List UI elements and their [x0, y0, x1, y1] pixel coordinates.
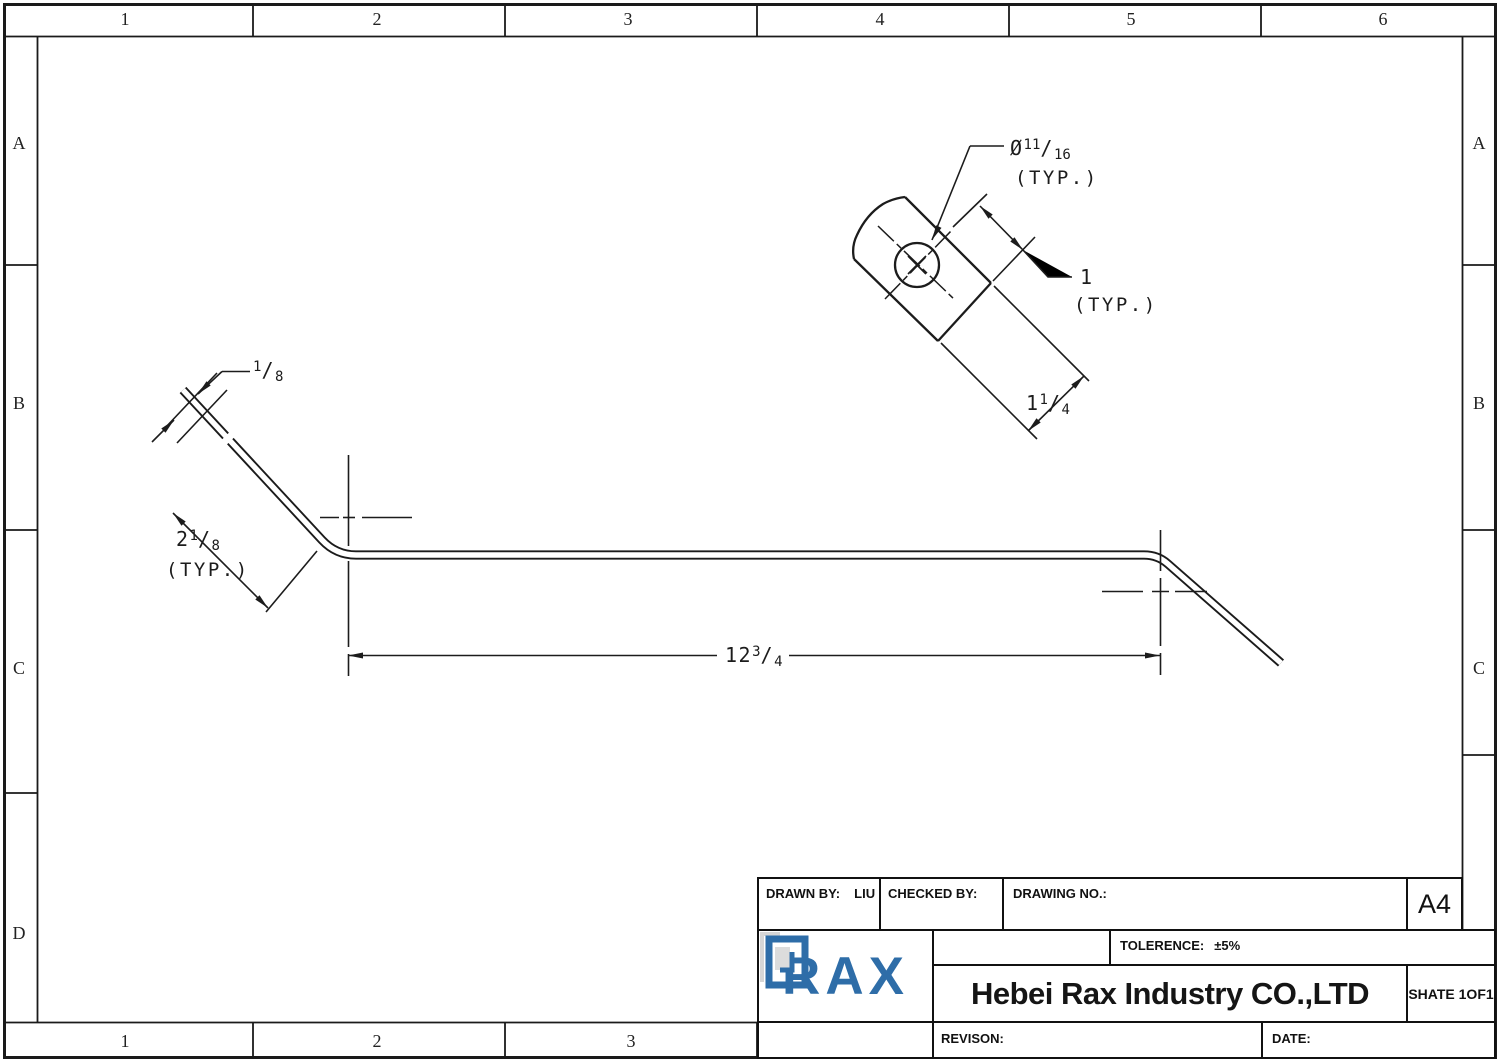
arrowhead	[980, 206, 993, 219]
drawn-by-label: DRAWN BY:	[766, 886, 841, 901]
cell-blank	[932, 929, 1111, 966]
zone-col-label: 3	[624, 9, 633, 29]
cell-paper-size	[1406, 877, 1463, 931]
extension-line	[992, 236, 1036, 282]
arrowhead	[1071, 376, 1084, 389]
bend-centerlines	[320, 455, 1207, 676]
dimension-hole-edge	[952, 193, 1072, 282]
dimension-line	[172, 512, 269, 609]
dimension-text-hole-edge: 1	[1080, 265, 1094, 289]
extension-line	[940, 342, 1038, 440]
rax-logo-icon	[760, 932, 809, 989]
dimension-text-end-length: 21/8	[176, 527, 220, 554]
drawn-by-field: DRAWN BY: LIU	[766, 886, 875, 901]
zone-row-label: A	[13, 133, 26, 153]
zone-col-label: 5	[1127, 9, 1136, 29]
dimension-thickness	[151, 370, 250, 444]
typ-note: (TYP.)	[166, 559, 250, 581]
dimension-text-thickness: 1/8	[253, 358, 283, 385]
date-label: DATE:	[1272, 1031, 1311, 1046]
tolerance-label: TOLERENCE:	[1120, 938, 1205, 953]
arrowhead	[198, 381, 211, 394]
dimension-text-hole-diameter: Ø11/16	[1010, 136, 1071, 163]
typ-note: (TYP.)	[1015, 167, 1099, 189]
zone-col-label: 3	[627, 1031, 636, 1051]
plate-outline	[852, 195, 992, 342]
part-break-gap	[216, 427, 240, 450]
dimension-overall-length	[348, 652, 1160, 659]
dimension-end-length	[172, 512, 318, 613]
logo-blue-inner-bracket	[780, 952, 795, 973]
checked-by-label: CHECKED BY:	[888, 886, 978, 901]
revision-label: REVISON:	[941, 1031, 1004, 1046]
zone-col-label: 1	[121, 9, 130, 29]
outer-border	[3, 3, 1497, 1059]
extension-line	[164, 372, 218, 429]
arrowhead	[1010, 237, 1023, 250]
zone-col-label: 1	[121, 1031, 130, 1051]
leader-hole-diameter	[931, 145, 1004, 241]
arrowhead	[173, 513, 186, 526]
zone-col-label: 2	[373, 9, 382, 29]
cell-revision	[932, 1021, 1263, 1059]
zone-col-label: 6	[1379, 9, 1388, 29]
typ-note: (TYP.)	[1074, 294, 1158, 316]
sheet-number: SHATE 1OF1	[1408, 985, 1494, 1002]
logo-gray-fill	[775, 947, 790, 970]
cell-drawing-no	[1002, 877, 1408, 931]
cell-blank2	[757, 1021, 934, 1059]
logo-gray-bracket	[760, 932, 780, 982]
arrowhead	[932, 225, 942, 240]
extension-line	[952, 193, 988, 228]
leader-line	[1022, 249, 1072, 278]
arrowhead	[161, 420, 174, 433]
hole-circle	[893, 241, 941, 289]
cell-date	[1261, 1021, 1496, 1059]
dimension-text-overall: 123/4	[725, 643, 783, 670]
extension-line	[176, 389, 228, 444]
detail-end-view	[852, 195, 992, 342]
part-outline-inner	[181, 388, 1283, 666]
leader-line	[931, 145, 971, 241]
arrowhead	[348, 652, 363, 659]
company-logo: RAX	[758, 930, 933, 1022]
hole-centerline	[884, 229, 953, 300]
cell-sheet	[1406, 964, 1496, 1023]
zone-col-label: 2	[373, 1031, 382, 1051]
arrowhead	[1145, 652, 1160, 659]
zone-row-label: C	[1473, 658, 1485, 678]
tolerance-value: ±5%	[1214, 938, 1241, 953]
zone-row-label: B	[13, 393, 25, 413]
arrowhead	[255, 595, 268, 608]
zone-row-label: D	[13, 923, 26, 943]
drawn-by-value: LIU	[854, 886, 876, 901]
tolerance-field: TOLERENCE: ±5%	[1120, 938, 1240, 953]
title-block-frame	[757, 877, 1496, 1059]
dimension-text-end-width: 11/4	[1026, 391, 1070, 418]
zone-col-label: 4	[876, 9, 885, 29]
part-side-view	[179, 386, 1285, 667]
dimension-end-width	[940, 285, 1090, 440]
logo-blue-frame	[765, 935, 809, 989]
zone-row-label: B	[1473, 393, 1485, 413]
extension-line	[265, 550, 318, 613]
paper-size-label: A4	[1417, 888, 1452, 919]
arrowhead	[1028, 418, 1041, 431]
zone-row-label: C	[13, 658, 25, 678]
company-name: Hebei Rax Industry CO.,LTD	[970, 975, 1370, 1011]
hole-centerline	[877, 225, 956, 301]
zone-row-label: A	[1473, 133, 1486, 153]
drawing-no-label: DRAWING NO.:	[1013, 886, 1107, 901]
extension-line	[993, 285, 1090, 382]
